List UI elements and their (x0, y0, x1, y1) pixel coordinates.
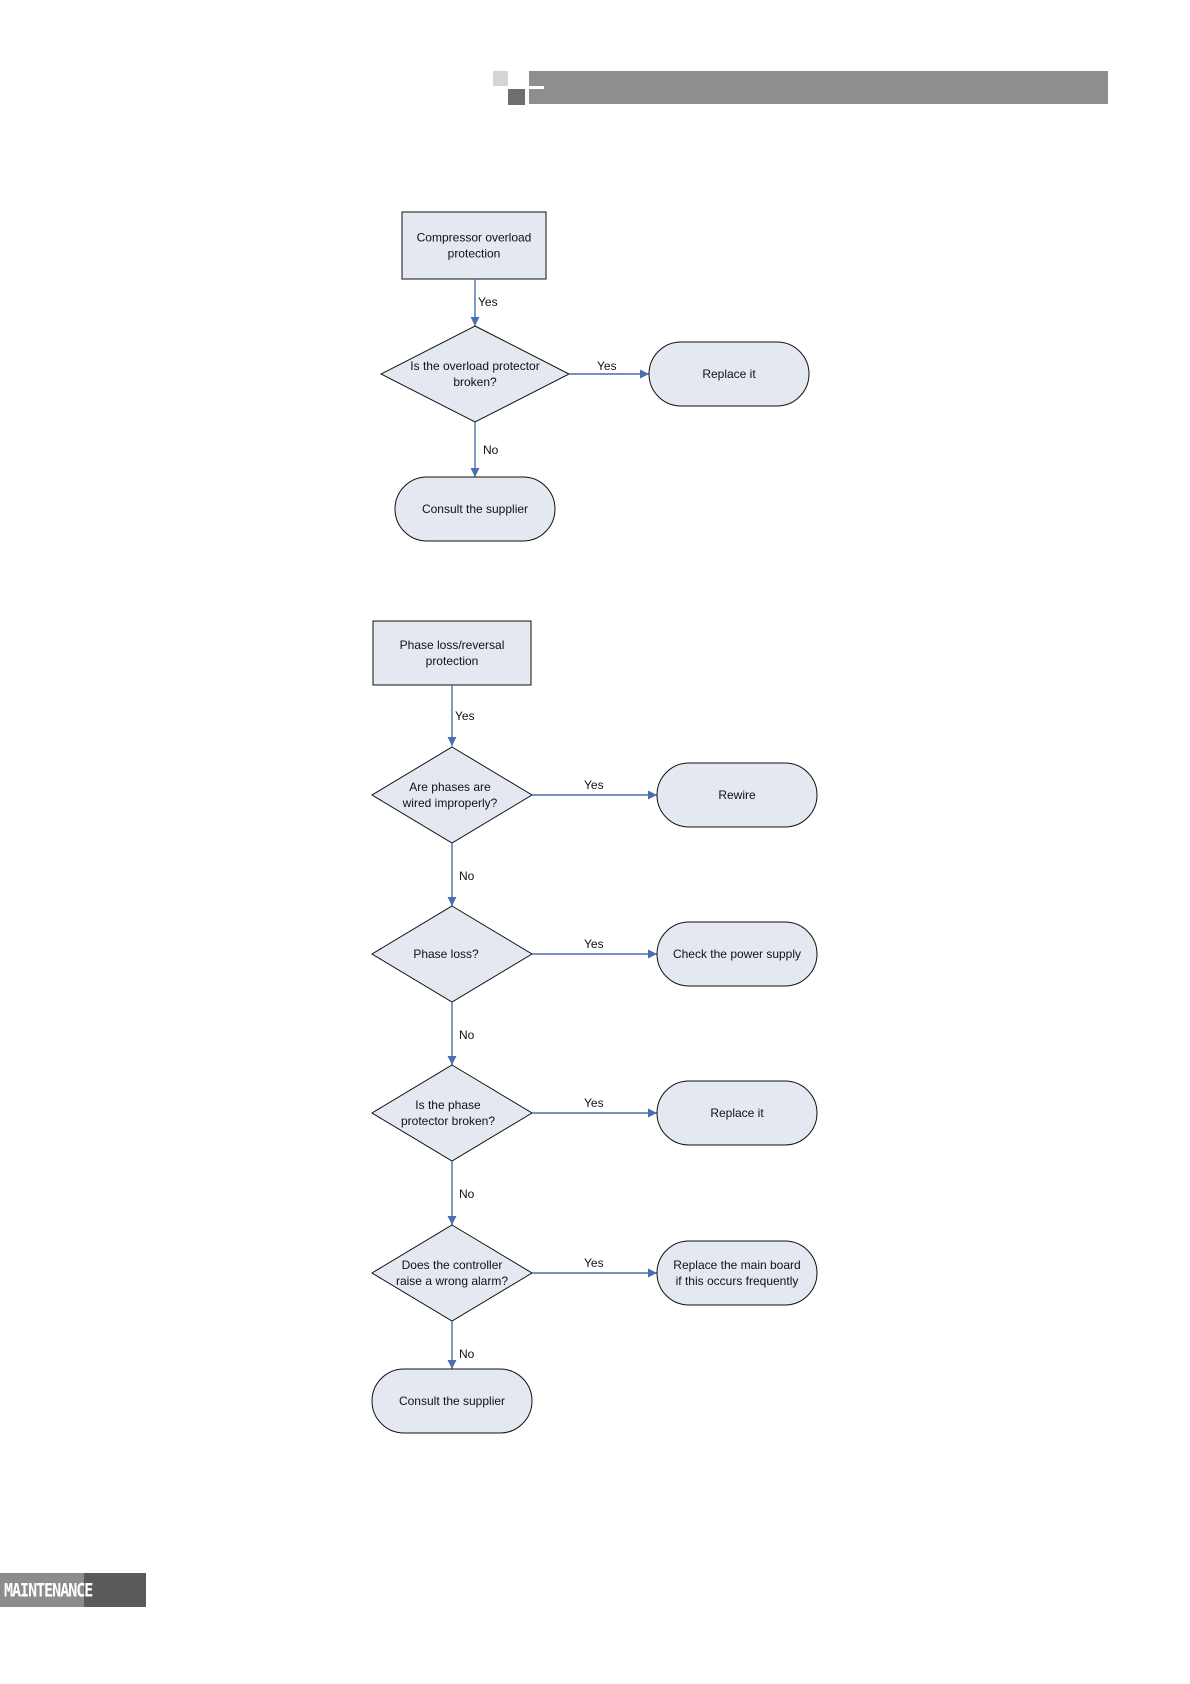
header-bar (529, 71, 1108, 104)
fc2-step-3-no-label: No (459, 1187, 475, 1201)
fc2-step-2-action-text-line-1: Check the power supply (673, 947, 801, 961)
fc2-step-4-no-label: No (459, 1347, 475, 1361)
footer-section-tab-light (0, 1573, 84, 1607)
fc2-start-box-text-line-1: Phase loss/reversal (400, 638, 505, 652)
fc2-start-box (372, 620, 532, 686)
fc1-decision-text-line-2: broken? (453, 375, 497, 389)
fc1-start-box (401, 211, 547, 280)
fc2-step-3-action (656, 1080, 818, 1146)
fc2-start-edge-label: Yes (455, 709, 475, 723)
fc2-step-4-action-text-line-2: if this occurs frequently (676, 1274, 799, 1288)
fc1-no-action-text-line-1: Consult the supplier (422, 502, 528, 516)
fc2-step-1-yes-label: Yes (584, 778, 604, 792)
fc2-step-3-decision-text-line-1: Is the phase (415, 1098, 481, 1112)
header-square-light (493, 71, 508, 86)
fc2-start-box-text-line-2: protection (426, 654, 479, 668)
fc2-step-3-decision-text-line-2: protector broken? (401, 1114, 495, 1128)
fc2-step-4-action (656, 1240, 818, 1306)
fc2-step-1-action-text-line-1: Rewire (718, 788, 756, 802)
fc2-step-1-decision-text-line-2: wired improperly? (402, 796, 498, 810)
header-square-dark (508, 89, 525, 105)
fc2-step-2-yes-label: Yes (584, 937, 604, 951)
fc2-step-1-decision-text-line-1: Are phases are (409, 780, 491, 794)
fc2-step-2-decision-text-line-1: Phase loss? (413, 947, 479, 961)
fc1-yes-action (648, 341, 810, 407)
footer-section-label: MAINTENANCE (4, 1579, 93, 1602)
fc2-step-2-no-label: No (459, 1028, 475, 1042)
footer-section-tab: MAINTENANCE (0, 1573, 146, 1607)
fc2-step-1-no-label: No (459, 869, 475, 883)
fc2-step-4-decision-text-line-1: Does the controller (402, 1258, 503, 1272)
fc1-start-box-text-line-2: protection (448, 247, 501, 261)
fc2-step-3-action-text-line-1: Replace it (710, 1106, 764, 1120)
fc1-start-box-text-line-1: Compressor overload (417, 231, 532, 245)
header-bar-notch (529, 86, 544, 89)
fc1-yes-action-text-line-1: Replace it (702, 367, 756, 381)
fc1-start-edge-label: Yes (478, 295, 498, 309)
fc1-decision-text-line-1: Is the overload protector (410, 359, 539, 373)
fc2-end-text-line-1: Consult the supplier (399, 1394, 505, 1408)
fc1-no-label: No (483, 443, 499, 457)
fc1-yes-label: Yes (597, 359, 617, 373)
fc1-decision (379, 325, 571, 423)
fc2-step-3-decision (371, 1064, 533, 1162)
fc2-step-4-action-text-line-1: Replace the main board (673, 1258, 800, 1272)
fc2-step-4-yes-label: Yes (584, 1256, 604, 1270)
fc1-no-action (394, 476, 556, 542)
fc2-step-1-action (656, 762, 818, 828)
fc2-step-4-decision-text-line-2: raise a wrong alarm? (396, 1274, 508, 1288)
fc2-step-3-yes-label: Yes (584, 1096, 604, 1110)
fc2-step-2-action (656, 921, 818, 987)
fc2-step-1-decision (371, 746, 533, 844)
fc2-end (371, 1368, 533, 1434)
fc2-step-4-decision (371, 1224, 533, 1322)
